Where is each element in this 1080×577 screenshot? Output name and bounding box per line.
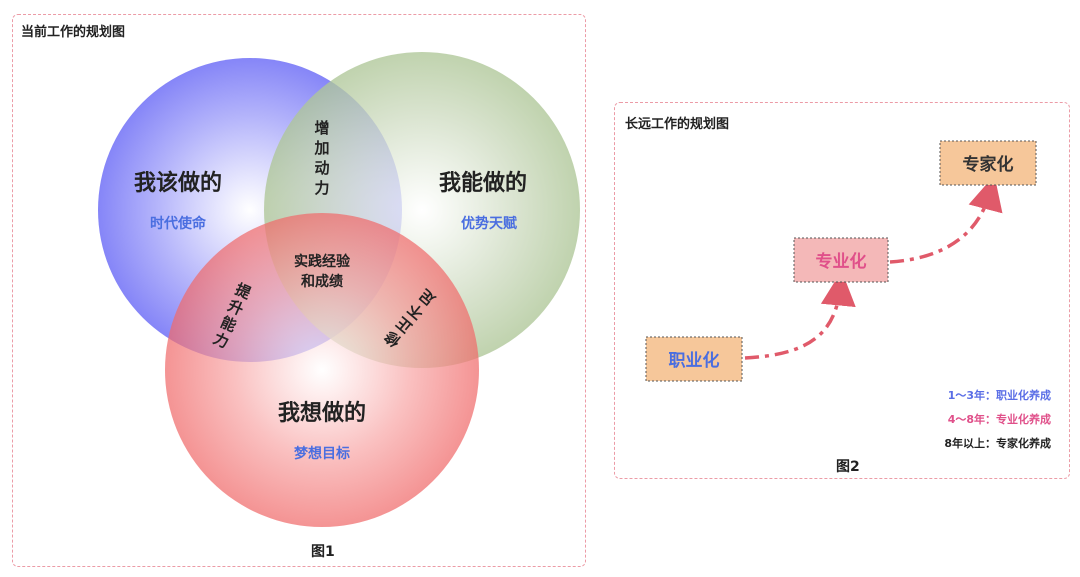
stage-expert-box: 专家化 — [939, 140, 1037, 186]
figure2-caption: 图2 — [836, 459, 860, 475]
svg-text:升: 升 — [225, 297, 246, 320]
circle-sublabel-should: 时代使命 — [150, 215, 207, 232]
stage-3-label: 专家化 — [963, 154, 1014, 175]
circle-want-do — [165, 213, 479, 527]
circle-label-can: 我能做的 — [439, 170, 527, 196]
stage-specialization-box: 专业化 — [793, 237, 889, 283]
figure2-panel: 长远工作的规划图 1～3年：职业化养成 4～8年：专业化养成 8年以上：专家化养… — [614, 102, 1070, 479]
stage-1-label: 职业化 — [669, 350, 720, 371]
svg-text:动: 动 — [314, 159, 329, 177]
svg-text:实践经验: 实践经验 — [294, 253, 351, 270]
circle-label-should: 我该做的 — [134, 170, 222, 196]
overlap-top-text: 增 加 动 力 — [313, 119, 329, 197]
circle-label-want: 我想做的 — [278, 400, 366, 426]
svg-text:增: 增 — [314, 119, 329, 137]
arrow-stage1-to-stage2 — [744, 270, 856, 360]
figure1-panel: 当前工作的规划图 — [12, 14, 586, 567]
legend-stage-2: 4～8年：专业化养成 — [947, 413, 1051, 426]
legend-stage-1: 1～3年：职业化养成 — [947, 389, 1051, 402]
figure1-title: 当前工作的规划图 — [21, 25, 126, 40]
stage-professionalization-box: 职业化 — [645, 336, 743, 382]
circle-sublabel-want: 梦想目标 — [294, 445, 350, 462]
svg-text:加: 加 — [313, 139, 329, 157]
svg-text:力: 力 — [314, 179, 329, 197]
figure2-title: 长远工作的规划图 — [625, 117, 730, 132]
svg-text:和成绩: 和成绩 — [301, 273, 343, 290]
svg-text:能: 能 — [218, 313, 239, 336]
circle-sublabel-can: 优势天赋 — [461, 215, 517, 232]
legend-stage-3: 8年以上：专家化养成 — [944, 437, 1051, 450]
figure1-caption: 图1 — [311, 544, 335, 560]
overlap-center-text: 实践经验 和成绩 — [294, 253, 351, 290]
stage-2-label: 专业化 — [816, 251, 867, 272]
arrow-stage2-to-stage3 — [889, 175, 1003, 264]
svg-text:力: 力 — [210, 329, 231, 352]
